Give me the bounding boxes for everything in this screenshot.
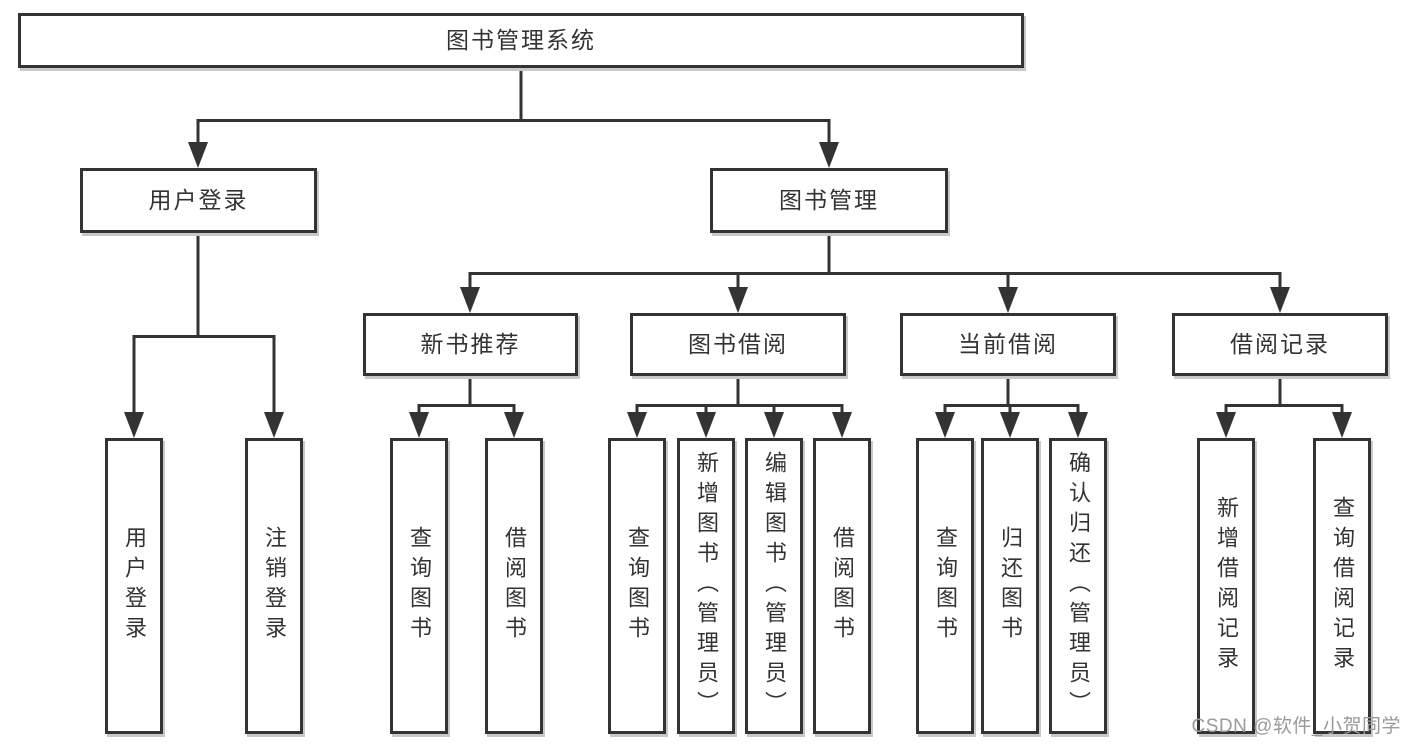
leaf-query-books-borrowing: 查询图书: [608, 438, 666, 734]
leaf-query-books-current: 查询图书: [916, 438, 974, 734]
arrow-down-icon: [1068, 412, 1088, 438]
arrow-down-icon: [188, 142, 208, 168]
arrow-down-icon: [124, 412, 144, 438]
connector-borrowing-records-branch: [1224, 376, 1344, 414]
leaf-confirm-return-admin: 确认归还（管理员）: [1049, 438, 1107, 734]
node-current-borrowing: 当前借阅: [900, 313, 1116, 376]
arrow-down-icon: [409, 412, 429, 438]
leaf-logout: 注销登录: [245, 438, 303, 734]
connector-current-borrowing-branch: [943, 376, 1080, 414]
node-new-book-recommendation: 新书推荐: [363, 313, 578, 376]
arrow-down-icon: [460, 287, 480, 313]
arrow-down-icon: [696, 412, 716, 438]
leaf-edit-books-admin: 编辑图书（管理员）: [745, 438, 803, 734]
arrow-down-icon: [819, 142, 839, 168]
node-borrowing-records: 借阅记录: [1172, 313, 1388, 376]
arrow-down-icon: [627, 412, 647, 438]
connector-book-management-branch: [468, 233, 1282, 288]
arrow-down-icon: [998, 287, 1018, 313]
leaf-query-books-recommend: 查询图书: [390, 438, 448, 734]
node-library-management-system: 图书管理系统: [18, 13, 1024, 68]
arrow-down-icon: [1332, 412, 1352, 438]
arrow-down-icon: [764, 412, 784, 438]
watermark: CSDN @软件_小贺同学: [1191, 716, 1401, 737]
leaf-return-books: 归还图书: [981, 438, 1039, 734]
connector-root-branch: [196, 68, 831, 144]
arrow-down-icon: [264, 412, 284, 438]
leaf-borrow-books: 借阅图书: [813, 438, 871, 734]
arrow-down-icon: [504, 412, 524, 438]
connector-user-login-branch: [132, 233, 276, 413]
leaf-borrow-books-recommend: 借阅图书: [485, 438, 543, 734]
arrow-down-icon: [728, 287, 748, 313]
arrow-down-icon: [1000, 412, 1020, 438]
leaf-add-borrow-record: 新增借阅记录: [1197, 438, 1255, 734]
connector-book-borrowing-branch: [635, 376, 844, 414]
connector-new-book-branch: [417, 376, 516, 414]
node-book-management: 图书管理: [710, 168, 948, 233]
arrow-down-icon: [1216, 412, 1236, 438]
arrow-down-icon: [935, 412, 955, 438]
node-book-borrowing: 图书借阅: [630, 313, 846, 376]
leaf-user-login: 用户登录: [105, 438, 163, 734]
node-user-login: 用户登录: [80, 168, 317, 233]
leaf-add-books-admin: 新增图书（管理员）: [677, 438, 735, 734]
arrow-down-icon: [1270, 287, 1290, 313]
leaf-query-borrow-record: 查询借阅记录: [1313, 438, 1371, 734]
arrow-down-icon: [832, 412, 852, 438]
